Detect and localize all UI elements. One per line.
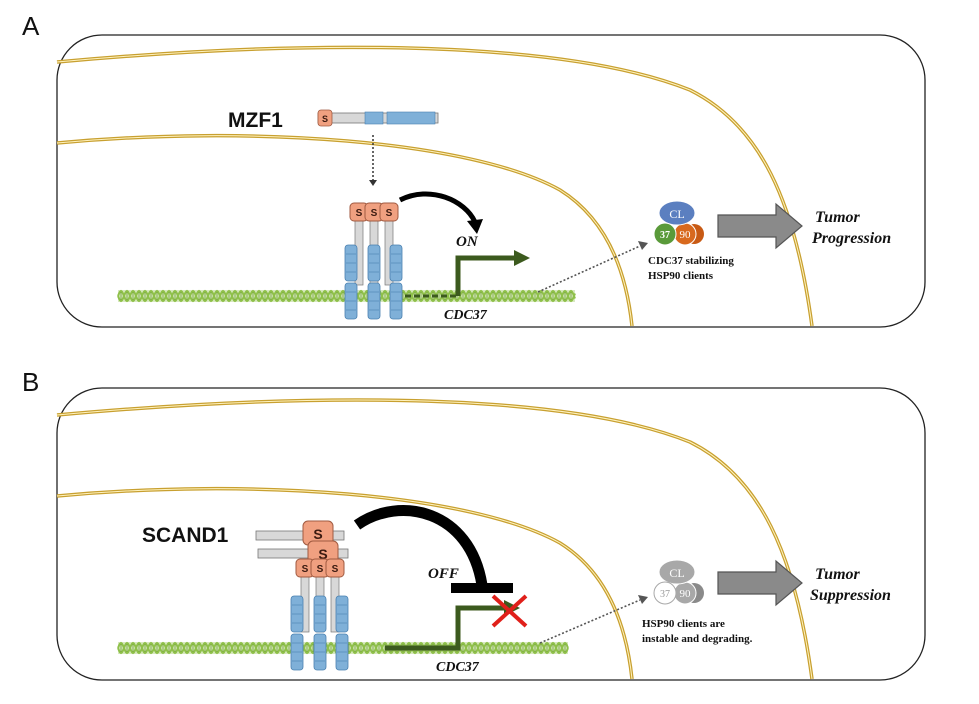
svg-text:S: S [332, 564, 339, 575]
complex-caption-line-2: instable and degrading. [642, 633, 753, 645]
outcome-line-2: Progression [811, 230, 891, 247]
complex-caption-line-1: CDC37 stabilizing [648, 255, 734, 267]
outcome-line-1: Tumor [815, 566, 861, 583]
hsp90-complex: CL 37 90 [653, 200, 704, 246]
expression-arrow [537, 245, 641, 293]
state-label: OFF [428, 566, 459, 582]
svg-text:S: S [302, 564, 309, 575]
svg-text:S: S [386, 208, 393, 219]
activation-arrow [398, 191, 478, 224]
client-label: CL [669, 566, 684, 580]
gene-label: CDC37 [436, 660, 480, 675]
zinc-finger [364, 111, 384, 125]
mzf1-monomer: S [317, 109, 439, 127]
hsp90-label: 90 [680, 229, 692, 241]
outcome-line-1: Tumor [815, 209, 861, 226]
mzf1-oligomer: S S S [344, 202, 403, 320]
outcome-arrow-icon [717, 202, 803, 250]
svg-text:S: S [371, 208, 378, 219]
zinc-finger [386, 111, 436, 125]
panel-letter-a: A [22, 11, 40, 41]
client-label: CL [669, 207, 684, 221]
panel-letter-b: B [22, 367, 39, 397]
hsp90-complex-inactive: CL 37 90 [653, 559, 704, 605]
cdc37-label: 37 [660, 589, 670, 600]
scan-domain [317, 109, 333, 127]
svg-text:S: S [318, 546, 327, 562]
outcome-line-2: Suppression [810, 587, 891, 604]
inhibition-bar [451, 583, 513, 593]
protein-label: MZF1 [228, 109, 283, 132]
block-x-icon [491, 594, 528, 628]
svg-text:S: S [356, 208, 363, 219]
svg-text:S: S [322, 114, 328, 124]
inhibition-arrow [353, 505, 488, 586]
hsp90-label: 90 [680, 588, 692, 600]
complex-caption-line-1: HSP90 clients are [642, 618, 725, 630]
panel-a: A MZF1 S [22, 11, 926, 328]
cell-outline [56, 34, 926, 328]
mzf1-oligomer: S S S [290, 558, 349, 671]
svg-text:S: S [317, 564, 324, 575]
state-label: ON [456, 234, 479, 250]
protein-label: SCAND1 [142, 524, 229, 547]
cell-outline [56, 387, 926, 681]
cdc37-label: 37 [660, 230, 670, 241]
panel-b: B SCAND1 S S S [22, 367, 926, 681]
gene-label: CDC37 [444, 308, 488, 323]
svg-text:S: S [313, 526, 322, 542]
transcription-arrow [405, 250, 530, 298]
complex-caption-line-2: HSP90 clients [648, 270, 714, 282]
outcome-arrow-icon [717, 559, 803, 607]
